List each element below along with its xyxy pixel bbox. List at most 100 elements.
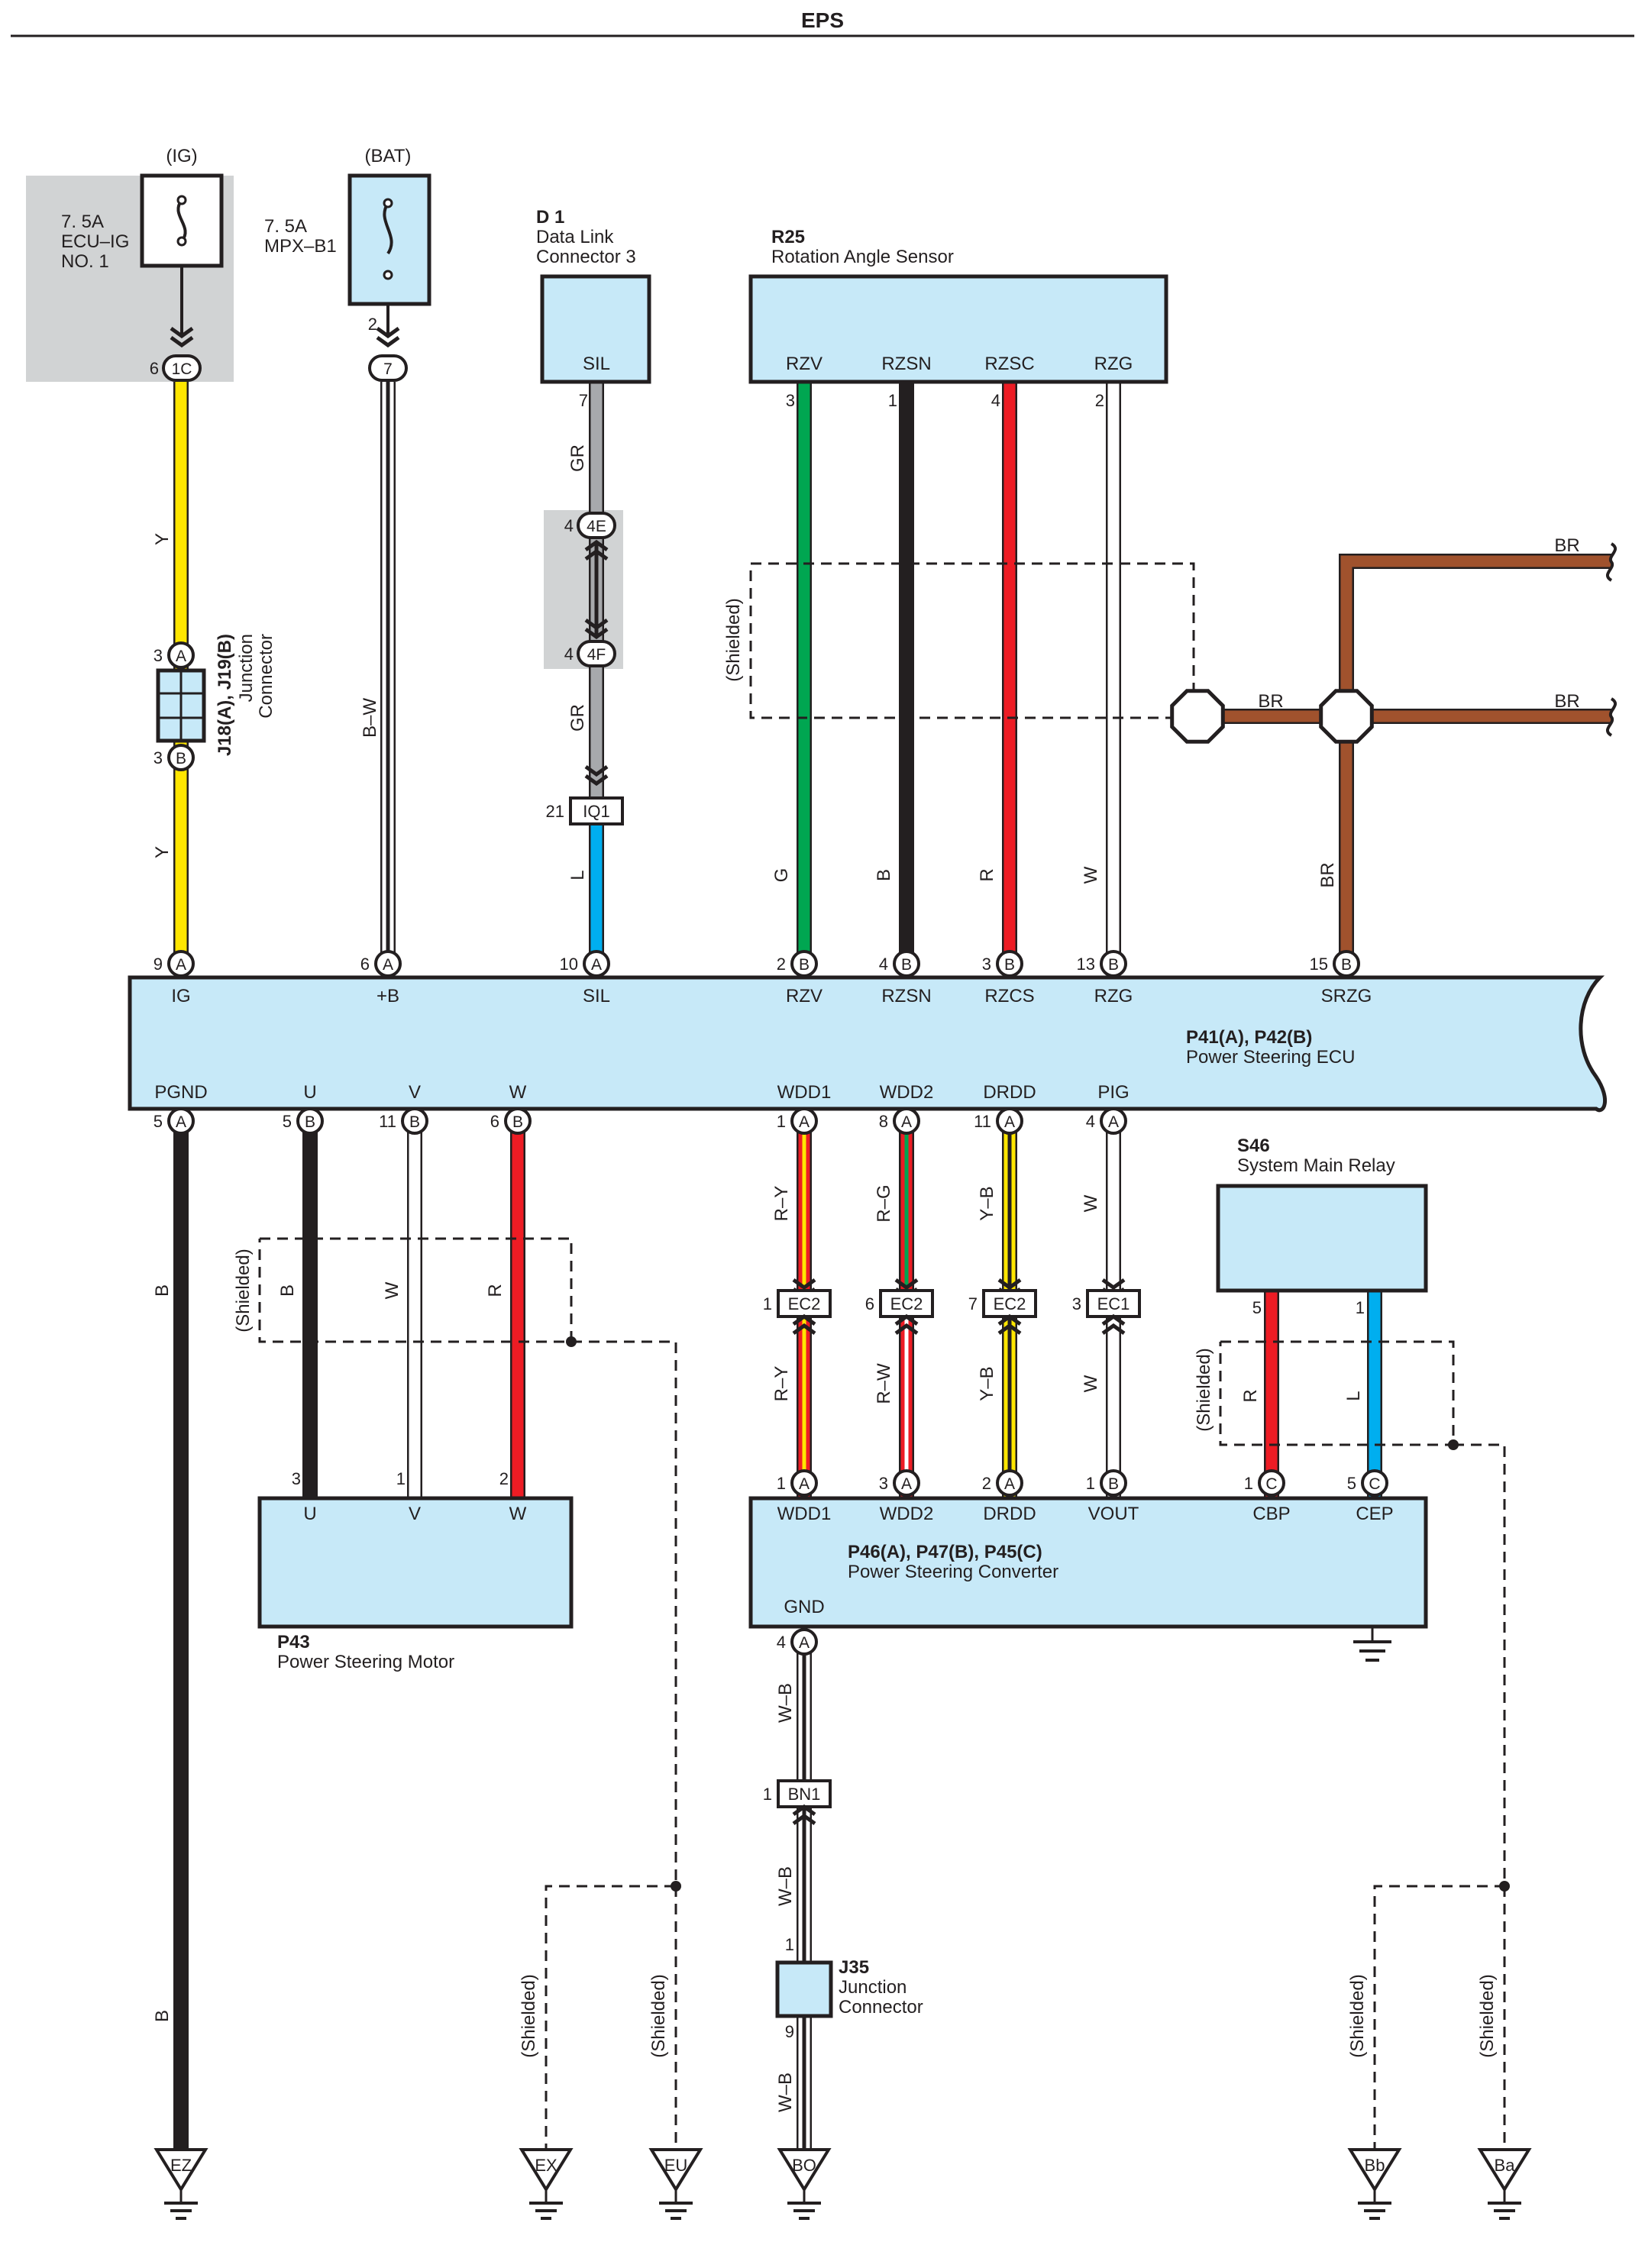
ecu-bottom-terminal-label: PIG	[1097, 1082, 1129, 1103]
fuse-ig-name: ECU–IG	[61, 231, 129, 252]
d1-connector-box	[540, 274, 651, 384]
pin-connector-label: B	[799, 956, 810, 974]
junction-j35-box	[775, 1960, 833, 2018]
shield-r25	[749, 562, 1195, 719]
converter-pin	[893, 1469, 920, 1497]
pin-number-label: 4	[1086, 1112, 1095, 1131]
wire-continuation-mark	[1605, 697, 1618, 737]
converter-pin	[790, 1469, 818, 1497]
splice-br	[1319, 689, 1374, 744]
pin-connector-label: A	[176, 1113, 186, 1131]
connector-chevron	[997, 1323, 1022, 1336]
pin-connector-label: B	[176, 750, 186, 767]
pin-connector-label: B	[512, 1113, 523, 1131]
ecu-bottom-terminal-label: W	[509, 1082, 527, 1103]
p43-code: P43	[277, 1632, 310, 1653]
wire-color-label: W	[1081, 1375, 1101, 1392]
wire-color-label: B	[152, 2010, 173, 2022]
bat-fuse-connector	[368, 354, 408, 382]
pin-connector-label: A	[799, 1634, 810, 1652]
pin-number-label: 15	[1310, 955, 1328, 974]
fuse-terminal	[176, 195, 187, 205]
pin-number-label: 1	[396, 1469, 406, 1488]
connector-chevron	[584, 774, 609, 787]
connector-chevron	[792, 1813, 816, 1826]
pin-connector-label: B	[1108, 1475, 1119, 1493]
fuse-terminal	[176, 236, 187, 247]
wire-color-label: B–W	[360, 698, 380, 738]
pin-number-label: 3	[879, 1474, 888, 1493]
inline-connector-label: EC1	[1097, 1294, 1130, 1313]
ecu-bottom-terminal-label: WDD2	[880, 1082, 934, 1103]
ecu-top-terminal-label: RZCS	[984, 986, 1034, 1006]
wire-color-label: R–G	[874, 1184, 894, 1222]
power-steering-motor-box	[257, 1496, 574, 1629]
shielded-label: (Shielded)	[648, 1974, 669, 2057]
inline-4f	[577, 640, 616, 667]
pin-number-label: 9	[785, 2022, 794, 2041]
pin-connector-label: B	[305, 1113, 315, 1131]
ecu-bottom-terminal-label: PGND	[154, 1082, 207, 1103]
ecu-code: P41(A), P42(B)	[1186, 1027, 1312, 1048]
pin-number-label: 3	[982, 955, 991, 974]
pin-number-label: 3	[292, 1469, 301, 1488]
pin-number-label: 3	[154, 748, 163, 767]
wire-color-label: Y–B	[977, 1366, 997, 1401]
pin-number-label: 1	[763, 1785, 772, 1804]
inline-ec	[1086, 1289, 1141, 1318]
wire-color-label: W–B	[775, 1866, 796, 1906]
connector-chevron	[792, 1323, 816, 1336]
ecu-bottom-terminal-label: U	[303, 1082, 316, 1103]
pin-number-label: 5	[1252, 1298, 1262, 1317]
pin-connector-label: 4E	[587, 518, 606, 535]
j18-name-2: Connector	[256, 634, 276, 719]
p43-name: Power Steering Motor	[277, 1652, 454, 1672]
ground-point-label: EX	[535, 2156, 557, 2175]
fuse-bat-rating: 7. 5A	[264, 216, 307, 237]
ecu-top-terminal-label: +B	[377, 986, 399, 1006]
shielded-label: (Shielded)	[1347, 1974, 1368, 2057]
converter-terminal-label: WDD1	[777, 1504, 832, 1524]
ecu-top-pin	[996, 950, 1023, 977]
ecu-bottom-pin	[790, 1107, 818, 1135]
d1-terminal-label: SIL	[583, 354, 610, 374]
inline-4e	[577, 512, 616, 539]
ground-point	[519, 2148, 574, 2192]
wire-color-label: BR	[1554, 535, 1579, 556]
wire-color-label: BR	[1317, 862, 1338, 887]
junction-dot	[1448, 1439, 1459, 1450]
wire-srzg-brown-core	[1340, 555, 1611, 964]
ecu-name: Power Steering ECU	[1186, 1047, 1355, 1068]
power-steering-ecu-box	[128, 975, 1608, 1113]
wire-color-label: B	[152, 1284, 173, 1297]
pin-connector-label: A	[799, 1475, 810, 1493]
ground-point	[648, 2148, 703, 2192]
ground-point	[777, 2148, 832, 2192]
r25-terminal-label: RZSC	[984, 354, 1034, 374]
wire-color-label: GR	[567, 444, 588, 472]
ecu-bottom-pin	[401, 1107, 428, 1135]
pin-connector-label: B	[901, 956, 912, 974]
pin-number-label: 4	[879, 955, 888, 974]
inline-iq1	[569, 796, 624, 825]
pin-connector-label: A	[176, 956, 186, 974]
r25-name: Rotation Angle Sensor	[771, 247, 954, 267]
connector-chevron	[792, 1278, 816, 1291]
converter-pin	[1258, 1469, 1285, 1497]
ground-point-label: BO	[792, 2156, 816, 2175]
converter-pin	[1361, 1469, 1388, 1497]
pin-number-label: 4	[777, 1633, 786, 1652]
r25-terminal-label: RZSN	[881, 354, 931, 374]
power-steering-converter-box	[748, 1496, 1428, 1629]
junction-dot	[671, 1881, 681, 1892]
connector-chevron	[584, 539, 609, 552]
fuse-bat-name: MPX–B1	[264, 236, 337, 257]
ecu-top-pin	[374, 950, 402, 977]
connector-chevron	[1101, 1313, 1126, 1326]
ground-point	[1477, 2148, 1532, 2192]
wire-color-label: W	[382, 1281, 402, 1299]
wire-color-label: Y	[152, 533, 173, 545]
pin-connector-label: A	[901, 1113, 912, 1131]
pin-number-label: 6	[865, 1294, 874, 1313]
